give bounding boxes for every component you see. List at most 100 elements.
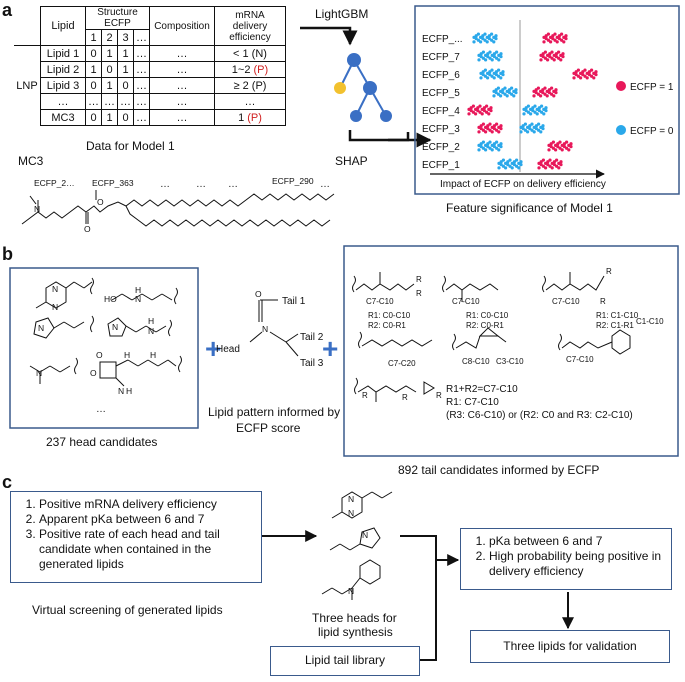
tail-range: C3-C10 <box>496 357 524 366</box>
shap-point-zero <box>499 142 503 146</box>
shap-point-one <box>554 88 558 92</box>
shap-point-zero <box>472 40 476 44</box>
tail-structures <box>352 272 631 402</box>
shap-label: SHAP <box>335 154 368 168</box>
shap-point-zero <box>483 68 487 72</box>
criterion-item: pKa between 6 and 7 <box>489 534 663 549</box>
shap-point-one <box>539 58 543 62</box>
shap-point-one <box>489 109 493 113</box>
tails-box <box>343 245 679 457</box>
tail3-label: Tail 3 <box>300 358 324 369</box>
shap-point-one <box>554 55 559 59</box>
shap-point-zero <box>496 86 500 90</box>
shap-point-zero <box>514 88 518 92</box>
shap-point-one <box>581 73 585 77</box>
shap-point-zero <box>479 142 483 146</box>
flow-line <box>420 560 437 661</box>
shap-point-one <box>545 94 549 98</box>
selection-criteria-box: pKa between 6 and 7 High probability bei… <box>460 528 672 590</box>
shap-point-one <box>594 70 598 74</box>
shap-point-zero <box>522 112 526 116</box>
tail-range: C7-C10 <box>566 355 594 364</box>
shap-point-one <box>554 91 558 95</box>
shap-point-zero <box>510 92 514 96</box>
tail-rule: R1: C7-C10 <box>446 397 499 408</box>
shap-point-zero <box>476 38 480 42</box>
shap-point-zero <box>488 56 492 60</box>
lightgbm-label: LightGBM <box>315 7 368 21</box>
shap-point-zero <box>534 127 539 131</box>
atom-o: O <box>84 224 91 234</box>
shap-point-zero <box>499 55 503 59</box>
shap-point-zero <box>499 160 503 164</box>
shap-point-zero <box>474 37 478 41</box>
svg-text:N: N <box>112 322 118 332</box>
shap-point-one <box>547 148 551 152</box>
shap-point-zero <box>531 106 535 110</box>
shap-point-one <box>548 164 552 168</box>
shap-point-one <box>569 145 573 149</box>
shap-point-zero <box>508 164 512 168</box>
head-label: Head <box>216 344 240 355</box>
shap-point-one <box>587 70 592 74</box>
shap-point-zero <box>515 158 519 162</box>
shap-point-one <box>592 76 596 80</box>
shap-point-one <box>587 73 592 77</box>
shap-point-zero <box>492 145 496 149</box>
shap-point-one <box>479 124 483 128</box>
shap-point-one <box>549 40 553 44</box>
shap-point-one <box>555 40 559 44</box>
shap-point-zero <box>506 163 510 167</box>
shap-point-zero <box>539 130 543 134</box>
svg-text:N: N <box>36 368 42 378</box>
svg-text:O: O <box>90 368 97 378</box>
feature-label: ECFP_3 <box>422 124 460 135</box>
shap-point-zero <box>486 76 490 80</box>
shap-legend: ECFP = 1 ECFP = 0 <box>616 81 674 137</box>
criterion-item: High probability being positive in deliv… <box>489 549 663 579</box>
shap-point-one <box>471 104 475 108</box>
shap-point-zero <box>485 40 489 44</box>
shap-point-zero <box>479 40 483 44</box>
shap-point-zero <box>503 92 507 96</box>
shap-point-zero <box>519 130 523 134</box>
shap-point-zero <box>531 109 535 113</box>
tail1-label: Tail 1 <box>282 296 306 307</box>
shap-point-zero <box>507 91 511 95</box>
shap-point-one <box>485 104 489 108</box>
shap-point-zero <box>526 130 530 134</box>
shap-point-one <box>481 122 485 126</box>
shap-point-zero <box>497 68 501 72</box>
shap-point-zero <box>501 164 505 168</box>
head-structures <box>29 277 182 387</box>
shap-point-zero <box>519 163 523 167</box>
shap-point-zero <box>484 148 488 152</box>
svg-text:N: N <box>348 508 354 518</box>
shap-point-zero <box>541 124 545 128</box>
shap-point-one <box>543 50 548 54</box>
ellipsis: … <box>320 179 330 190</box>
tail-range: C8-C10 <box>462 357 490 366</box>
shap-point-zero <box>519 160 523 164</box>
shap-point-zero <box>530 128 534 132</box>
shap-point-zero <box>537 128 541 132</box>
shap-point-one <box>576 68 581 72</box>
shap-point-zero <box>486 52 490 56</box>
shap-point-zero <box>481 73 485 77</box>
shap-point-zero <box>537 122 541 126</box>
shap-point-one <box>552 94 556 98</box>
legend-dot-one <box>616 81 626 91</box>
shap-point-zero <box>481 140 485 144</box>
shap-point-one <box>559 163 563 167</box>
shap-point-one <box>555 158 559 162</box>
svg-text:N: N <box>348 494 354 504</box>
feature-label: ECFP_5 <box>422 88 460 99</box>
shap-point-zero <box>490 74 494 78</box>
shap-point-zero <box>508 158 512 162</box>
legend-zero: ECFP = 0 <box>630 126 674 137</box>
shap-point-one <box>554 148 558 152</box>
shap-point-zero <box>477 148 481 152</box>
feature-label: ECFP_2 <box>422 142 460 153</box>
shap-point-zero <box>526 104 531 108</box>
shap-point-one <box>572 76 576 80</box>
